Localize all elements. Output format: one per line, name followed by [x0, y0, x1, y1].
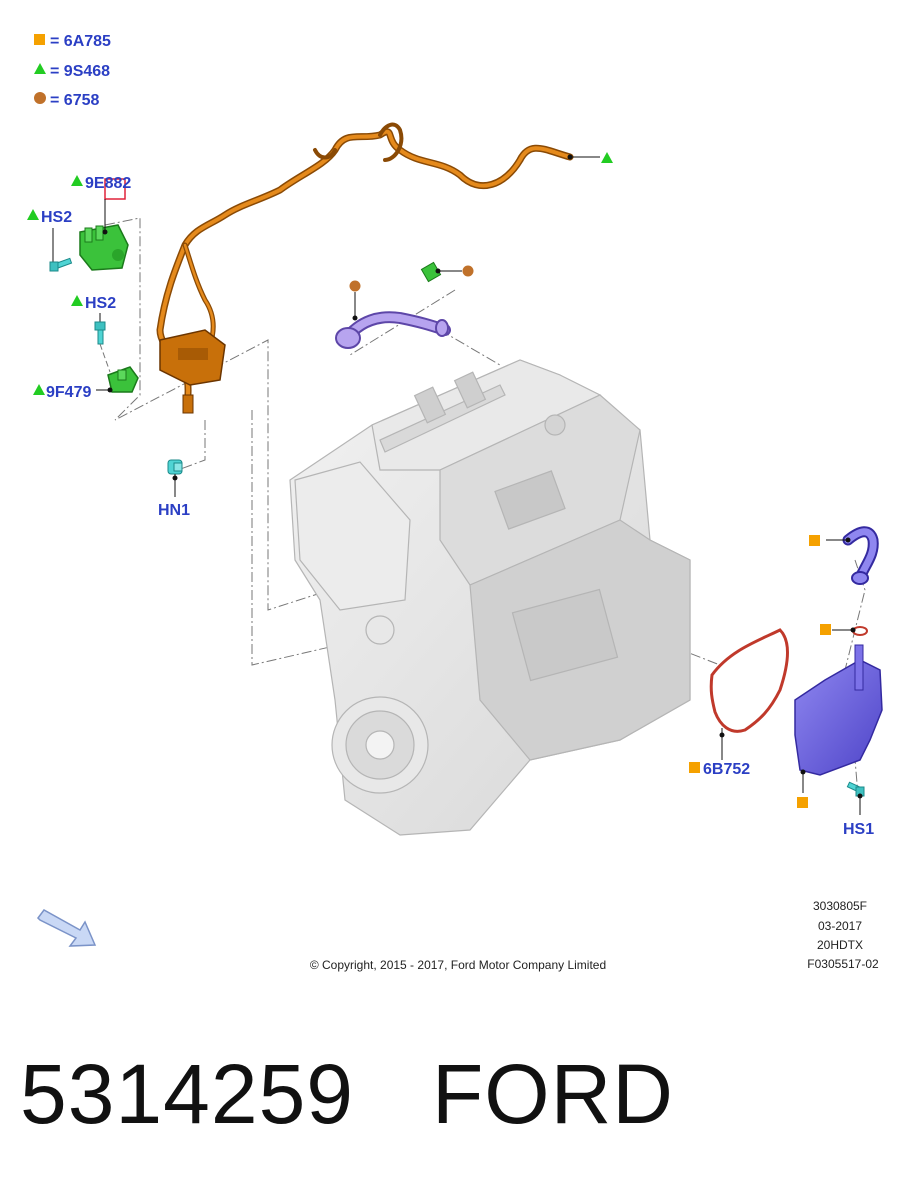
legend-square-icon: [34, 34, 45, 45]
sensor-highlight-box: [104, 178, 126, 200]
callout-triangle-icon: [27, 209, 39, 220]
callout-9f479: 9F479: [46, 384, 91, 401]
oil-separator-cover: [794, 644, 883, 776]
svg-text:= 9S468: = 9S468: [50, 63, 110, 80]
bolt-hs1: [846, 781, 865, 797]
nut-hn1: [167, 459, 183, 475]
callout-9e882: 9E882: [85, 175, 131, 192]
legend-code-1: 6A785: [64, 33, 111, 50]
drawing-date: 03-2017: [818, 919, 862, 933]
harness-end-triangle-icon: [601, 152, 613, 163]
callout-square-icon: [797, 797, 808, 808]
vent-tube: [335, 311, 451, 349]
callout-circle-icon: [349, 280, 361, 292]
legend-circle-icon: [34, 92, 46, 104]
callout-circle-icon: [462, 265, 474, 277]
callout-hs2-mid: HS2: [85, 295, 116, 312]
callout-hs1: HS1: [843, 821, 874, 838]
sensor-9e882: [79, 178, 129, 271]
callout-square-icon: [689, 762, 700, 773]
callout-triangle-icon: [71, 295, 83, 306]
gasket-6b752: [709, 628, 789, 733]
figure-number: F0305517-02: [807, 957, 879, 971]
svg-text:= 6A785: = 6A785: [50, 33, 111, 50]
callout-hs2-upper: HS2: [41, 209, 72, 226]
callout-square-icon: [820, 624, 831, 635]
part-number: 5314259: [20, 1047, 355, 1141]
callout-triangle-icon: [71, 175, 83, 186]
legend-code-3: 6758: [64, 92, 100, 109]
brand-name: FORD: [432, 1047, 674, 1141]
callout-6b752: 6B752: [703, 761, 750, 778]
legend-triangle-icon: [34, 63, 46, 74]
tube-connector: [420, 261, 442, 283]
harness-end-dot: [567, 154, 573, 160]
engine-code: 20HDTX: [817, 938, 863, 952]
callout-square-icon: [809, 535, 820, 546]
legend-code-2: 9S468: [64, 63, 110, 80]
harness-connector-block: [159, 329, 226, 414]
callout-triangle-icon: [33, 384, 45, 395]
legend: = 6A785 = 9S468 = 6758: [34, 33, 111, 109]
parts-diagram: = 6A785 = 9S468 = 6758: [27, 33, 883, 972]
bracket-9f479: [107, 366, 139, 393]
svg-text:= 6758: = 6758: [50, 92, 99, 109]
drawing-ref: 3030805F: [813, 899, 867, 913]
upper-hose: [842, 526, 879, 585]
wiring-harness: [156, 122, 574, 414]
bolt-hs2-mid: [94, 321, 106, 345]
engine-block: [289, 359, 691, 836]
direction-arrow-icon: [37, 909, 97, 947]
callout-hn1: HN1: [158, 502, 190, 519]
bolt-hs2-upper: [49, 257, 73, 272]
copyright-notice: © Copyright, 2015 - 2017, Ford Motor Com…: [310, 958, 606, 972]
